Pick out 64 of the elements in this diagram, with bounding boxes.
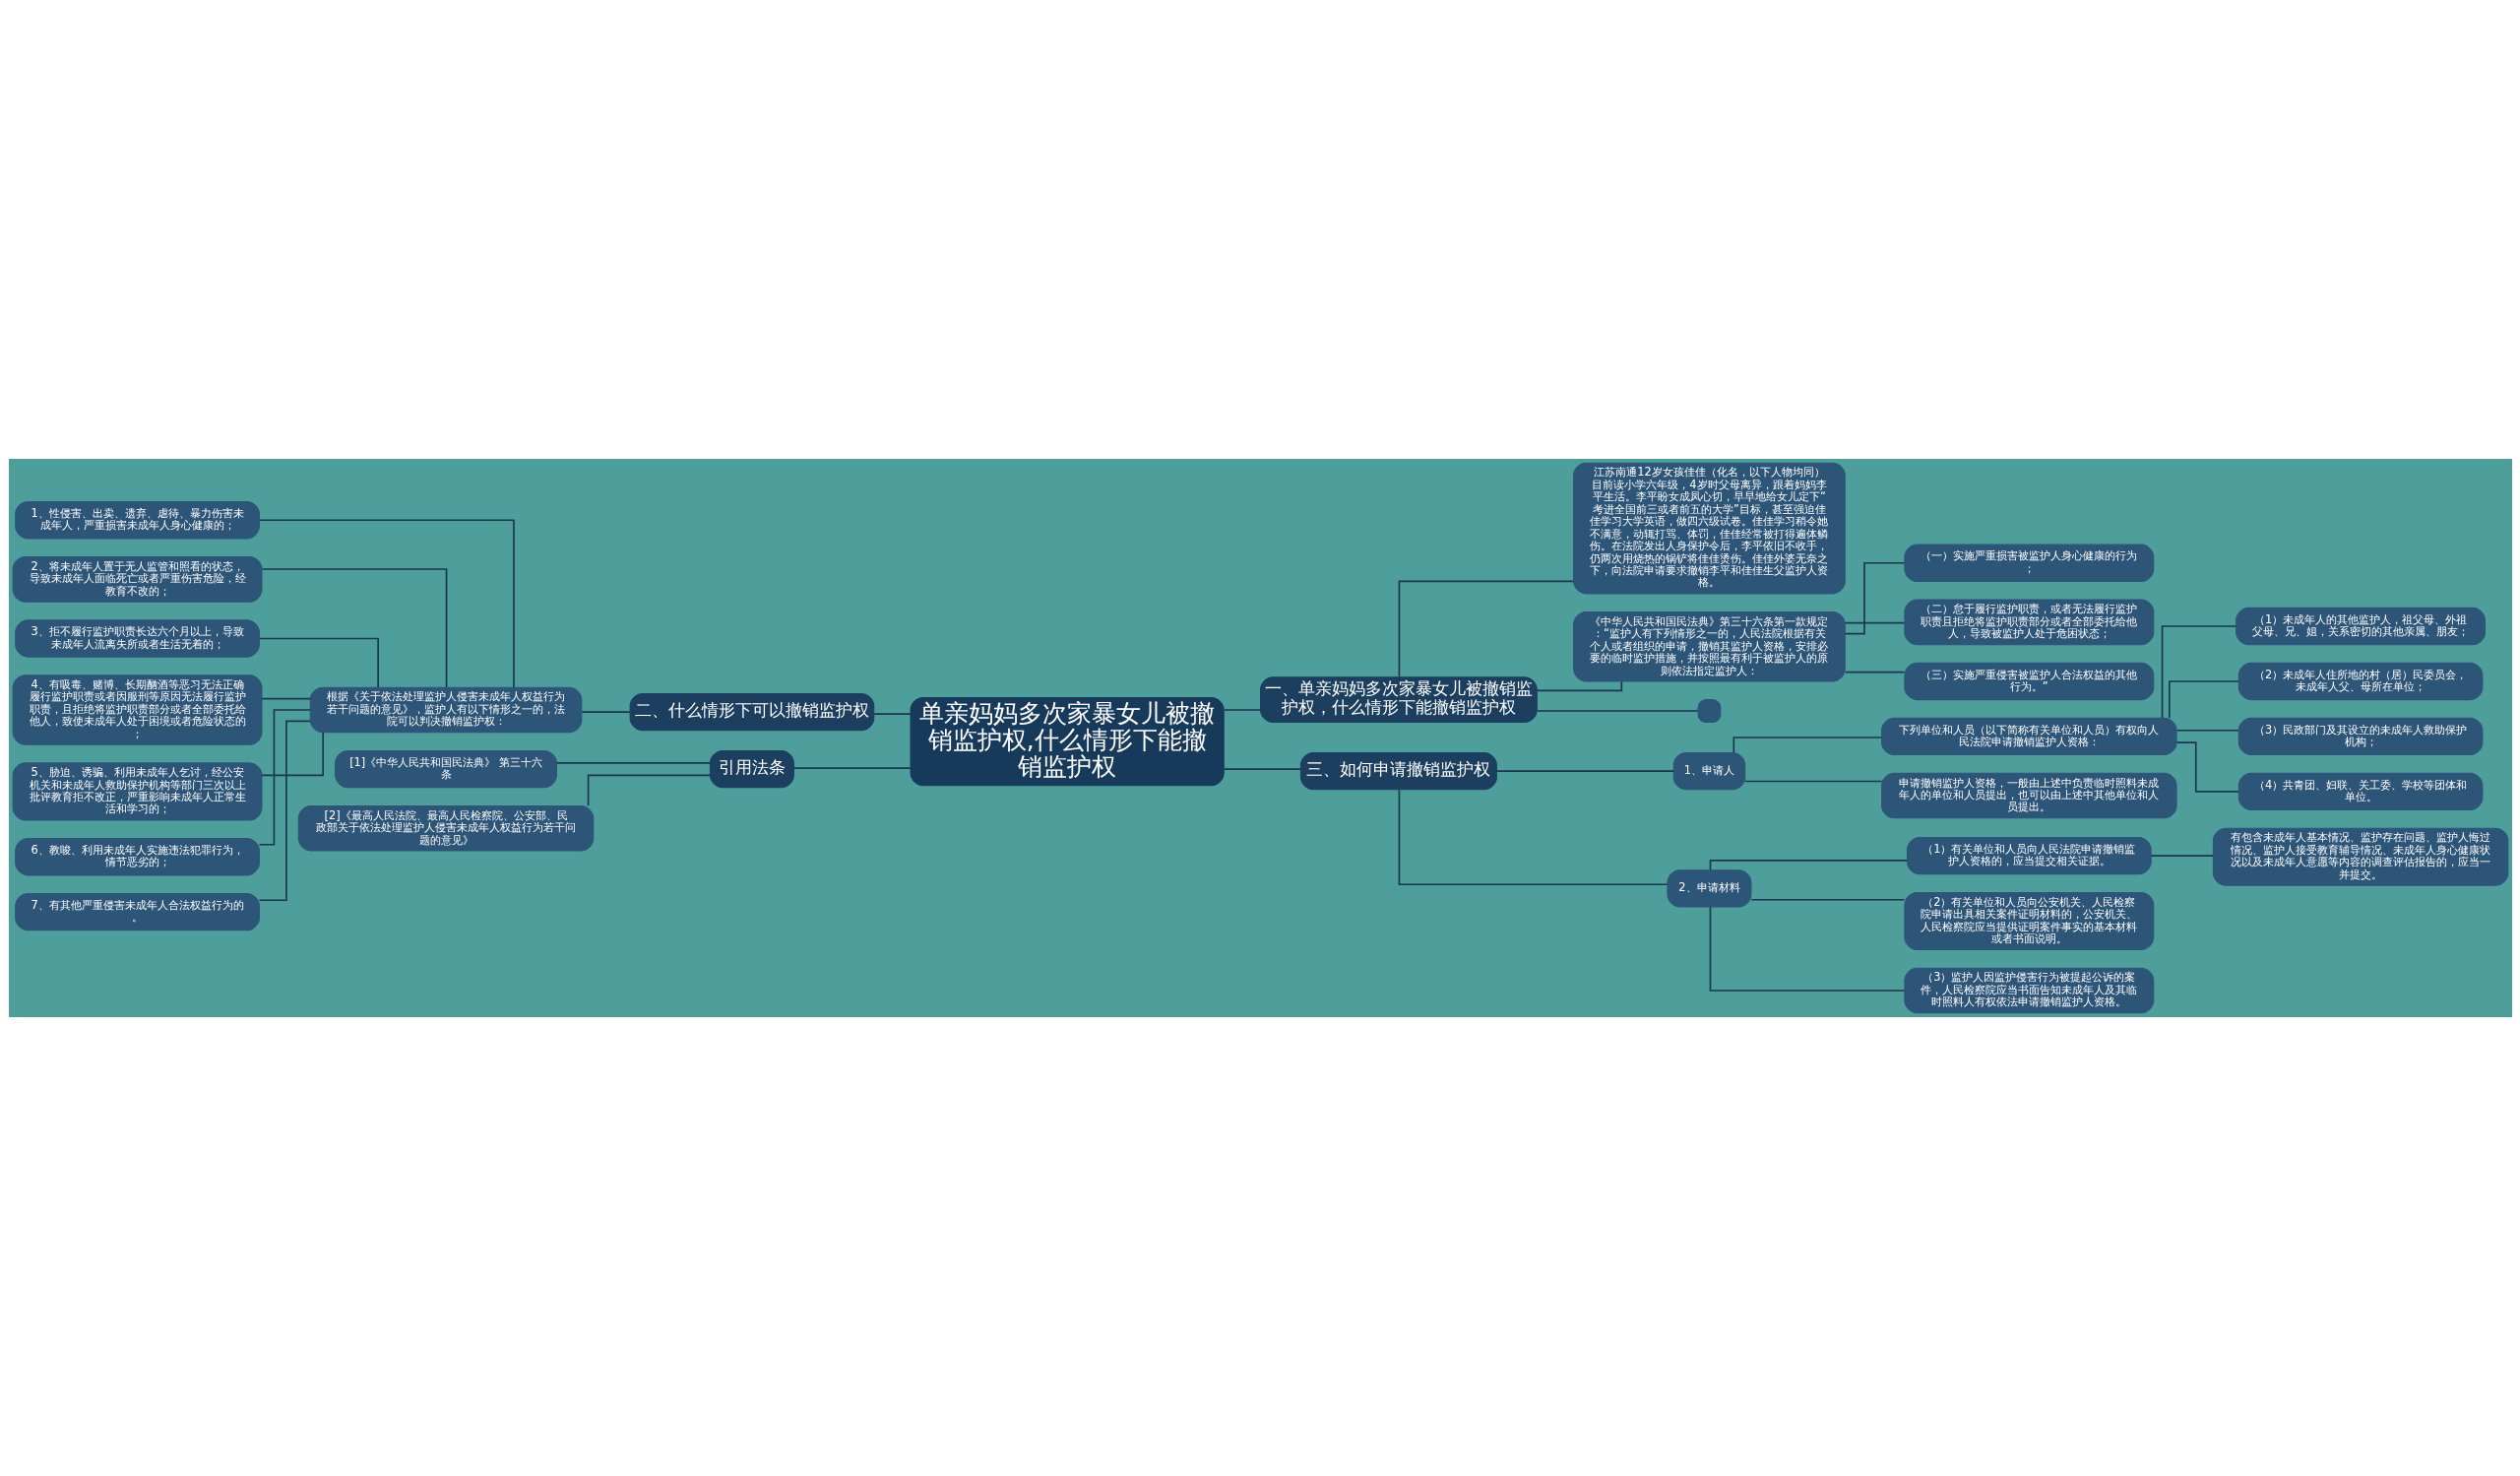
connector: [258, 637, 379, 688]
node-box: （4）共青团、妇联、关工委、学校等团体和单位。: [2237, 772, 2483, 811]
connector: [1495, 770, 1674, 772]
node-box: （2）有关单位和人员向公安机关、人民检察院申请出具相关案件证明材料的，公安机关、人民检察院应当提供证明案件事实的基本材料或者书面说明。: [1903, 891, 2154, 951]
node-box: 三、如何申请撤销监护权: [1299, 752, 1497, 791]
node-box: （3）民政部门及其设立的未成年人救助保护机构；: [2237, 717, 2483, 756]
connector: [580, 711, 631, 713]
node-box: 有包含未成年人基本情况、监护存在问题、监护人悔过情况、监护人接受教育辅导情况、未成年人身心健康状况以及未成年人意愿等内容的调查评估报告的，应当一并提交。: [2212, 827, 2508, 886]
node-box: （2）未成年人住所地的村（居）民委员会，未成年人父、母所在单位；: [2237, 662, 2483, 701]
connector: [1732, 737, 1882, 754]
connector: [1743, 780, 1882, 783]
connector: [261, 568, 447, 688]
node-box: 1、申请人: [1672, 752, 1745, 791]
node-box: 根据《关于依法处理监护人侵害未成年人权益行为若干问题的意见》，监护人有以下情形之一的，法院可以判决撤销监护权：: [309, 686, 582, 734]
node-box: 3、拒不履行监护职责长达六个月以上，导致未成年人流离失所或者生活无着的；: [14, 619, 260, 658]
node-box: 下列单位和人员（以下简称有关单位和人员）有权向人民法院申请撤销监护人资格：: [1880, 717, 2177, 756]
node-box: （二）怠于履行监护职责，或者无法履行监护职责且拒绝将监护职责部分或者全部委托给他人，导致被监护人处于危困状态；: [1903, 599, 2154, 646]
connector: [555, 762, 711, 764]
connector: [1709, 860, 1908, 871]
connector: [2175, 741, 2239, 793]
node-box: 二、什么情形下可以撤销监护权: [629, 692, 874, 732]
node-box: 1、性侵害、出卖、遗弃、虐待、暴力伤害未成年人，严重损害未成年人身心健康的；: [14, 501, 260, 540]
connector: [2175, 729, 2239, 732]
node-box: [1697, 699, 1721, 723]
connector: [1844, 561, 1905, 635]
connector: [1536, 680, 1622, 692]
node-box: [2]《最高人民法院、最高人民检察院、公安部、民政部关于依法处理监护人侵害未成年人权益行为若干问题的意见》: [297, 804, 594, 852]
node-box: 7、有其他严重侵害未成年人合法权益行为的。: [14, 893, 260, 931]
connector: [260, 732, 324, 777]
node-box: 单亲妈妈多次家暴女儿被撤销监护权,什么情形下能撤销监护权: [910, 697, 1225, 787]
connector: [1223, 768, 1301, 770]
connector: [1223, 709, 1261, 711]
connector: [260, 697, 311, 700]
node-box: [1]《中华人民共和国民法典》 第三十六条: [334, 749, 557, 789]
connector: [1749, 898, 1905, 901]
node-box: （1）有关单位和人员向人民法院申请撤销监护人资格的，应当提交相关证据。: [1906, 837, 2152, 875]
node-box: 申请撤销监护人资格，一般由上述中负责临时照料未成年人的单位和人员提出，也可以由上述中其他单位和人员提出。: [1880, 772, 2177, 819]
connector: [1536, 710, 1699, 712]
node-box: 引用法条: [709, 749, 794, 789]
connector: [792, 767, 912, 769]
node-box: 2、申请材料: [1666, 869, 1751, 908]
node-box: （1）未成年人的其他监护人，祖父母、外祖父母、兄、姐，关系密切的其他亲属、朋友；: [2235, 607, 2486, 646]
node-box: （3）监护人因监护侵害行为被提起公诉的案件，人民检察院应当书面告知未成年人及其临时照料人有权依法申请撤销监护人资格。: [1903, 967, 2154, 1014]
node-box: 5、胁迫、诱骗、利用未成年人乞讨，经公安机关和未成年人救助保护机构等部门三次以上批评教育拒不改正，严重影响未成年人正常生活和学习的；: [12, 762, 262, 821]
connector: [2149, 855, 2214, 858]
connector: [1398, 580, 1574, 678]
connector: [1844, 671, 1905, 674]
node-box: （一）实施严重损害被监护人身心健康的行为；: [1903, 544, 2154, 582]
node-box: 《中华人民共和国民法典》第三十六条第一款规定：“监护人有下列情形之一的，人民法院根据有关个人或者组织的申请，撤销其监护人资格，安排必要的临时监护措施，并按照最有利于被监护人的原则依法指定监护人：: [1572, 611, 1846, 682]
connector: [872, 713, 912, 715]
connector: [1844, 621, 1905, 624]
node-box: 一、单亲妈妈多次家暴女儿被撤销监护权，什么情形下能撤销监护权: [1259, 676, 1538, 723]
connector: [258, 709, 311, 846]
node-box: （三）实施严重侵害被监护人合法权益的其他行为。”: [1903, 662, 2154, 701]
connector: [1398, 789, 1668, 886]
node-box: 江苏南通12岁女孩佳佳（化名，以下人物均同）目前读小学六年级，4岁时父母离异，跟着妈妈李平生活。李平盼女成凤心切，早早地给女儿定下“考进全国前三或者前五的大学”目标，甚至强迫佳佳学习大学英语，做四六级试卷。佳佳学习稍令她不满意，动辄打骂、体罚，佳佳经常被打得遍体鳞伤。在法院发出人身保护令后，李平依旧不收手，仍两次用烧热的锅铲将佳佳烫伤。佳佳外婆无奈之下，向法院申请要求撤销李平和佳佳生父监护人资格。: [1572, 462, 1846, 595]
connector: [1709, 906, 1906, 992]
connector: [258, 519, 515, 688]
node-box: 4、有吸毒、赌博、长期酗酒等恶习无法正确履行监护职责或者因服刑等原因无法履行监护职责，且拒绝将监护职责部分或者全部委托给他人，致使未成年人处于困境或者危险状态的；: [12, 674, 262, 745]
connector: [587, 774, 711, 807]
connector: [2168, 680, 2239, 719]
node-box: 6、教唆、利用未成年人实施违法犯罪行为，情节恶劣的；: [14, 838, 260, 876]
connector: [2161, 625, 2236, 719]
node-box: 2、将未成年人置于无人监管和照看的状态，导致未成年人面临死亡或者严重伤害危险，经教育不改的；: [12, 556, 262, 603]
